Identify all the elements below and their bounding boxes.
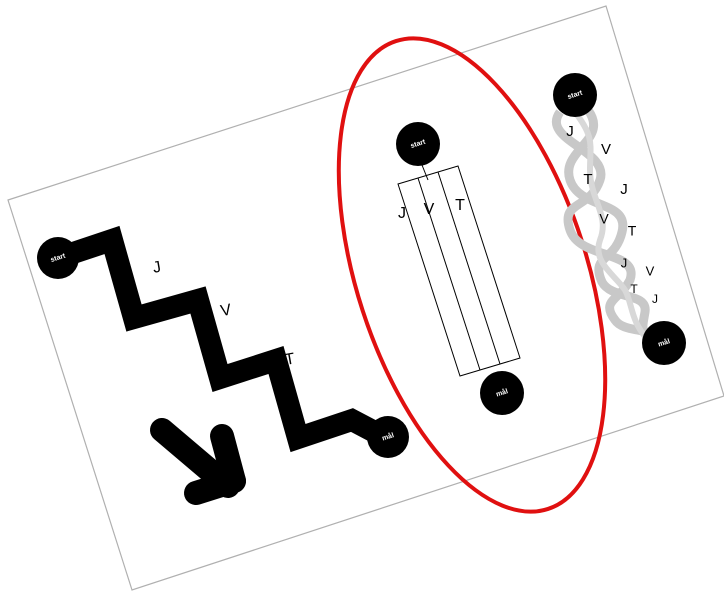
braid-letter-3: T [583,171,592,188]
braid-letter-8: V [646,263,655,278]
braid-letter-1: J [566,123,574,140]
parallel-end-node: mål [480,371,524,415]
braid-letter-10: J [652,292,658,306]
braid-letter-2: V [601,141,611,158]
staircase-end-node: mål [367,416,409,458]
braid-letter-7: J [621,255,628,270]
braid-end-node: mål [642,321,686,365]
braid-letter-4: J [620,181,628,198]
braid-letter-9: T [630,282,638,296]
parallel-letter-3: T [455,197,465,214]
parallel-start-node: start [396,122,440,166]
parallel-letter-1: J [398,205,406,222]
braid-letter-5: V [599,211,609,227]
braid-start-node: start [553,73,597,117]
staircase-start-node: start [37,237,79,279]
braid-letter-6: T [628,223,637,239]
parallel-letter-2: V [424,201,435,218]
